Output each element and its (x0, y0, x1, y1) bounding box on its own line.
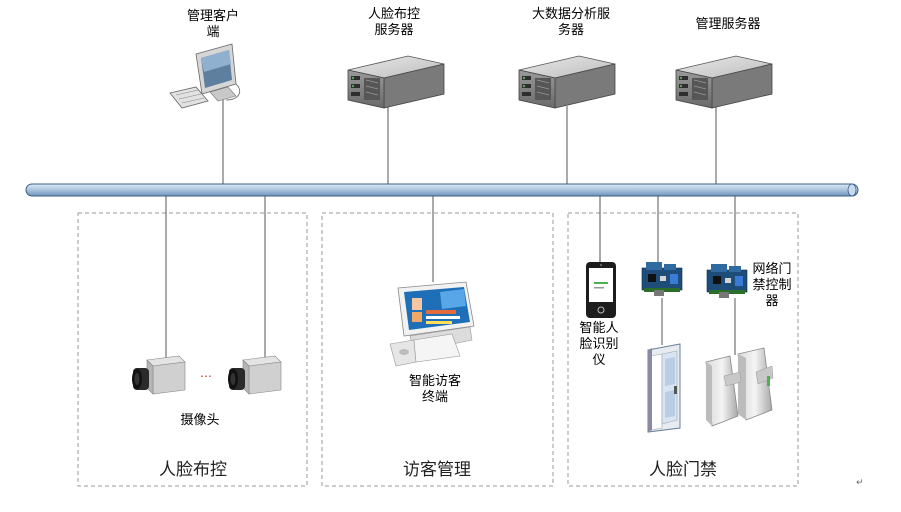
section-box-face-control (77, 212, 308, 487)
door-controller-icon (641, 261, 683, 297)
face-recognizer-icon (586, 262, 616, 318)
label-bigdata-server: 大数据分析服务器 (531, 7, 610, 38)
return-mark: ↵ (856, 478, 864, 488)
label-face-control-server: 人脸布控服务器 (367, 7, 420, 38)
label-access-controller: 网络门禁控制器 (752, 262, 792, 309)
section-box-access (567, 212, 799, 487)
section-box-visitor (321, 212, 554, 487)
section-label-face-access-control: 人脸门禁 (649, 460, 717, 480)
face-control-server-icon (347, 55, 445, 109)
label-camera: 摄像头 (180, 413, 220, 428)
section-label-visitor-management: 访客管理 (403, 460, 471, 480)
door-icon (647, 343, 681, 433)
bigdata-server-icon (518, 55, 616, 109)
gate-controller-icon (706, 263, 748, 299)
camera-icon-2 (227, 355, 282, 395)
management-server-icon (675, 55, 773, 109)
label-management-server: 管理服务器 (695, 17, 761, 32)
connection-lines (165, 98, 736, 362)
label-visitor-terminal: 智能访客终端 (408, 374, 461, 405)
label-management-client: 管理客户端 (186, 9, 239, 40)
network-bus (25, 183, 859, 197)
label-face-recognizer: 智能人脸识别仪 (579, 321, 619, 368)
section-label-face-control: 人脸布控 (159, 460, 227, 480)
camera-icon (131, 355, 186, 395)
ellipsis: … (200, 366, 212, 380)
computer-icon (169, 43, 240, 109)
visitor-terminal-icon (389, 281, 475, 367)
turnstile-gate-icon (705, 347, 774, 427)
